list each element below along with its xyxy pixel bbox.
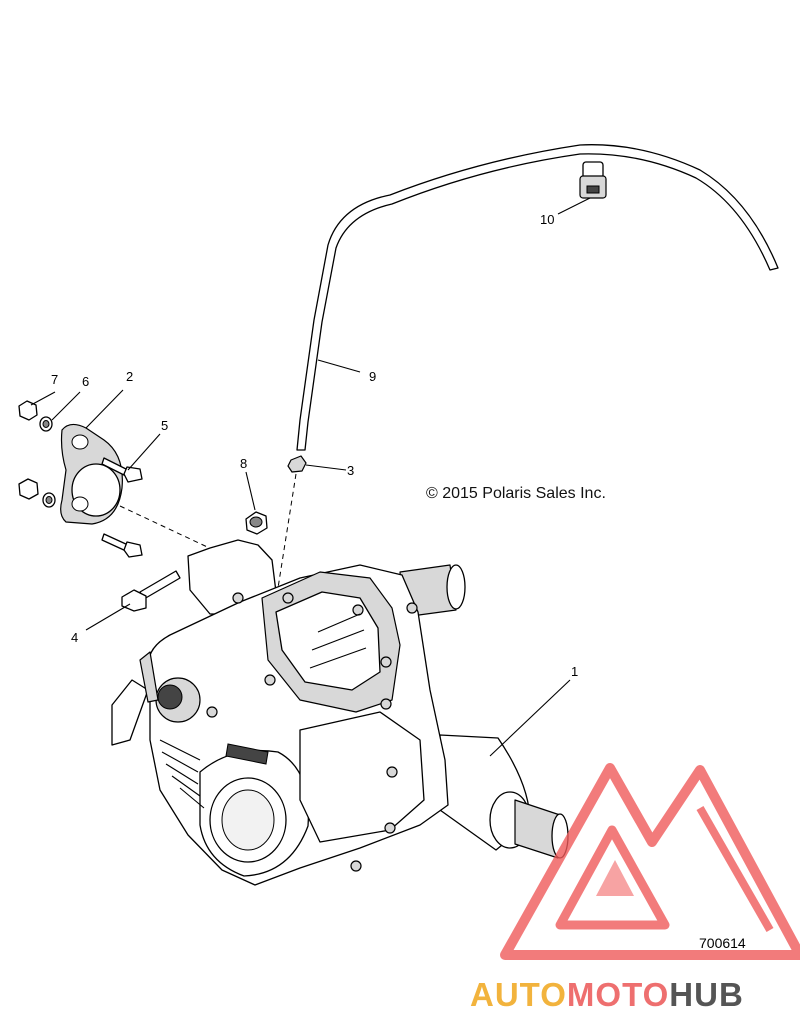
callout-7: 7 (51, 372, 58, 387)
part-1-transmission (111, 539, 569, 886)
callout-8: 8 (240, 456, 247, 471)
callout-5: 5 (161, 418, 168, 433)
part-5-bolt (101, 457, 143, 558)
automotohub-logo (500, 763, 800, 960)
callout-2: 2 (126, 369, 133, 384)
callout-6: 6 (82, 374, 89, 389)
alignment-line (119, 505, 219, 553)
wordmark-auto: AUTO (470, 976, 567, 1013)
part-2-sensor (60, 423, 123, 525)
wordmark-moto: MOTO (567, 976, 669, 1013)
part-10-hose-clip (579, 161, 607, 199)
part-8-nut (245, 511, 268, 535)
part-3-fitting (287, 455, 307, 473)
callout-3: 3 (347, 463, 354, 478)
callout-1: 1 (571, 664, 578, 679)
automotohub-wordmark: AUTOMOTOHUB (470, 976, 744, 1013)
document-number: 700614 (699, 935, 746, 951)
leader-lines (30, 197, 591, 757)
alignment-line (277, 473, 297, 589)
part-9-breather-hose (296, 144, 779, 451)
callout-4: 4 (71, 630, 78, 645)
callout-9: 9 (369, 369, 376, 384)
svg-text:AUTOMOTOHUB: AUTOMOTOHUB (470, 976, 744, 1013)
part-4-bolt (121, 570, 181, 612)
copyright-notice: © 2015 Polaris Sales Inc. (426, 485, 606, 502)
callout-10: 10 (540, 212, 554, 227)
part-6-washer (39, 416, 56, 508)
part-7-nut (18, 400, 39, 500)
wordmark-hub: HUB (669, 976, 744, 1013)
callout-labels: 1 2 3 4 5 6 7 8 9 10 (51, 212, 578, 679)
